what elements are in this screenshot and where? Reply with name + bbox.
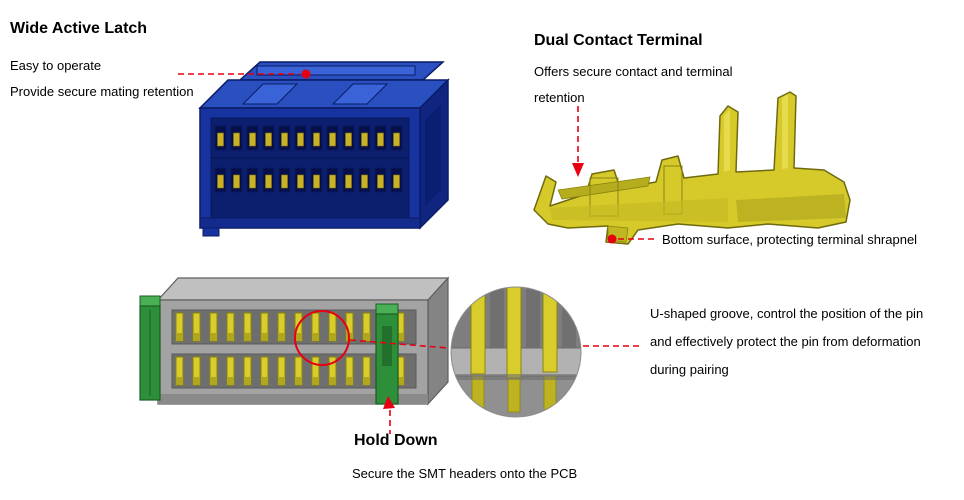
- yellow-terminal-image: [533, 91, 851, 245]
- wide-active-latch-desc1: Easy to operate: [10, 58, 102, 73]
- wide-active-latch-desc2: Provide secure mating retention: [10, 84, 194, 99]
- hold-down-desc: Secure the SMT headers onto the PCB: [352, 466, 578, 481]
- wide-active-latch-title: Wide Active Latch: [10, 20, 148, 37]
- bottom-surface-note: Bottom surface, protecting terminal shra…: [662, 232, 918, 247]
- hold-down-title: Hold Down: [354, 432, 438, 449]
- smt-header-image: [139, 276, 450, 406]
- dual-contact-terminal-desc2: retention: [534, 90, 585, 105]
- u-groove-line3: during pairing: [650, 362, 729, 377]
- dual-contact-terminal-title: Dual Contact Terminal: [534, 32, 703, 49]
- u-groove-line1: U-shaped groove, control the position of…: [650, 306, 924, 321]
- u-groove-zoom-inset-image: [450, 286, 582, 418]
- dual-contact-terminal-desc1: Offers secure contact and terminal: [534, 64, 733, 79]
- u-groove-line2: and effectively protect the pin from def…: [650, 334, 921, 349]
- blue-connector-housing-image: [198, 61, 450, 237]
